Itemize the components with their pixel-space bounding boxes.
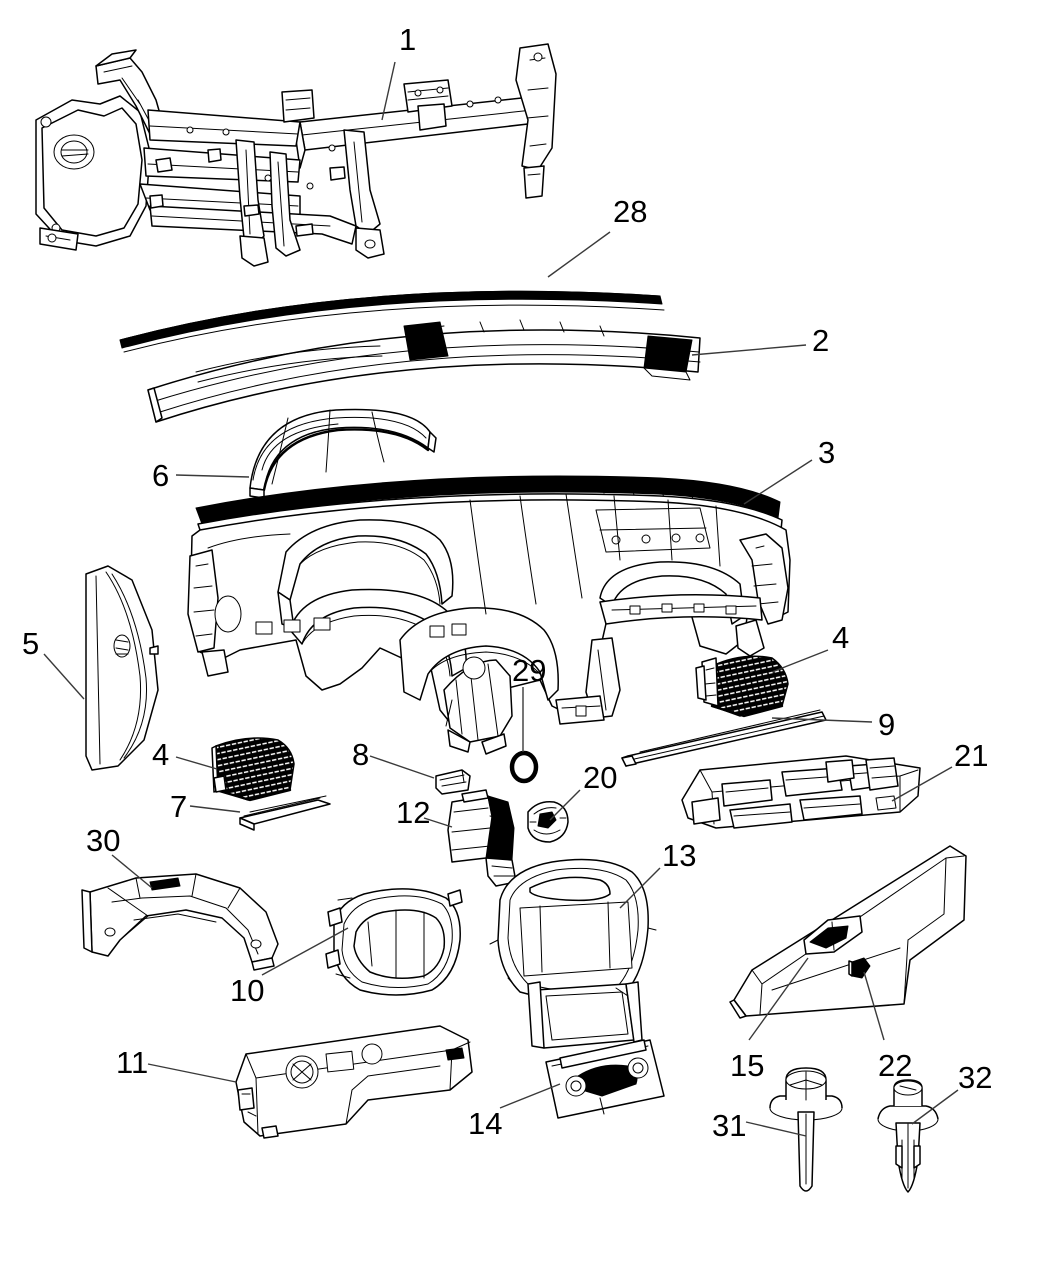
leader-line-8 bbox=[369, 755, 435, 779]
callout-number-32: 32 bbox=[958, 1060, 993, 1095]
leader-line-6 bbox=[175, 474, 250, 478]
part-4-right-vent bbox=[695, 655, 789, 718]
leader-line-15 bbox=[748, 957, 809, 1041]
callout-number-29: 29 bbox=[512, 653, 547, 688]
leader-line-12 bbox=[423, 817, 453, 828]
callout-number-15: 15 bbox=[730, 1048, 765, 1083]
leader-line-30 bbox=[111, 854, 153, 889]
part-4-left-vent bbox=[211, 737, 295, 802]
callout-number-31: 31 bbox=[712, 1108, 747, 1143]
leader-line-13 bbox=[619, 867, 661, 909]
leader-line-4 bbox=[175, 756, 218, 770]
callout-number-22: 22 bbox=[878, 1048, 913, 1083]
callout-number-13: 13 bbox=[662, 838, 697, 873]
leader-line-21 bbox=[891, 766, 953, 802]
leader-line-20 bbox=[549, 789, 581, 821]
leader-line-32 bbox=[911, 1089, 959, 1125]
part-30-air-duct bbox=[81, 873, 279, 971]
leader-line-31 bbox=[745, 1121, 807, 1137]
callout-number-10: 10 bbox=[230, 973, 265, 1008]
leader-line-10 bbox=[261, 927, 349, 976]
part-1-support-beam bbox=[35, 43, 557, 267]
callout-number-4: 4 bbox=[152, 737, 170, 772]
callout-number-30: 30 bbox=[86, 823, 121, 858]
part-6-defroster-grille bbox=[249, 408, 437, 499]
part-2-upper-cover bbox=[147, 319, 701, 423]
callout-number-28: 28 bbox=[613, 194, 648, 229]
part-9-lower-molding bbox=[621, 709, 827, 767]
leader-line-3 bbox=[743, 459, 813, 505]
part-15-glovebox-door bbox=[729, 845, 967, 1019]
callout-number-12: 12 bbox=[396, 795, 431, 830]
leader-line-28 bbox=[547, 231, 611, 278]
callout-number-9: 9 bbox=[878, 707, 896, 742]
leader-line-9 bbox=[771, 717, 873, 723]
leader-line-22 bbox=[863, 971, 885, 1041]
callout-number-14: 14 bbox=[468, 1106, 503, 1141]
part-5-end-cap bbox=[85, 565, 159, 771]
callout-number-4: 4 bbox=[832, 620, 850, 655]
leader-line-11 bbox=[147, 1063, 237, 1083]
callout-number-6: 6 bbox=[152, 458, 170, 493]
part-29-o-ring bbox=[509, 750, 539, 784]
leader-line-7 bbox=[189, 805, 241, 813]
leader-line-14 bbox=[499, 1083, 561, 1109]
callout-number-1: 1 bbox=[399, 22, 417, 57]
leader-line-4 bbox=[771, 649, 829, 673]
callout-number-21: 21 bbox=[954, 738, 989, 773]
callout-number-3: 3 bbox=[818, 435, 836, 470]
leader-line-2 bbox=[691, 344, 807, 356]
leader-line-1 bbox=[381, 61, 396, 121]
part-22-retainer-clip bbox=[848, 957, 871, 979]
part-13-center-stack-bezel bbox=[489, 858, 657, 1049]
part-14-hvac-faceplate bbox=[545, 1039, 665, 1119]
callout-number-7: 7 bbox=[170, 789, 188, 824]
callout-number-20: 20 bbox=[583, 760, 618, 795]
part-32-push-pin bbox=[877, 1079, 939, 1193]
part-7-trim-strip bbox=[239, 795, 331, 831]
callout-number-11: 11 bbox=[116, 1045, 149, 1080]
leader-lines bbox=[43, 61, 959, 1137]
part-11-lower-panel bbox=[235, 1025, 473, 1139]
part-10-cluster-bezel bbox=[325, 888, 463, 996]
callout-number-5: 5 bbox=[22, 626, 40, 661]
part-21-glovebox-housing bbox=[681, 755, 921, 829]
part-28-seal-molding bbox=[119, 290, 665, 353]
part-3-instrument-panel bbox=[187, 475, 791, 755]
callout-number-2: 2 bbox=[812, 323, 830, 358]
part-12-junction-block bbox=[447, 789, 517, 887]
leader-line-5 bbox=[43, 653, 85, 700]
callout-number-8: 8 bbox=[352, 737, 370, 772]
part-31-bolt bbox=[769, 1067, 843, 1192]
part-8-bracket bbox=[435, 769, 471, 795]
